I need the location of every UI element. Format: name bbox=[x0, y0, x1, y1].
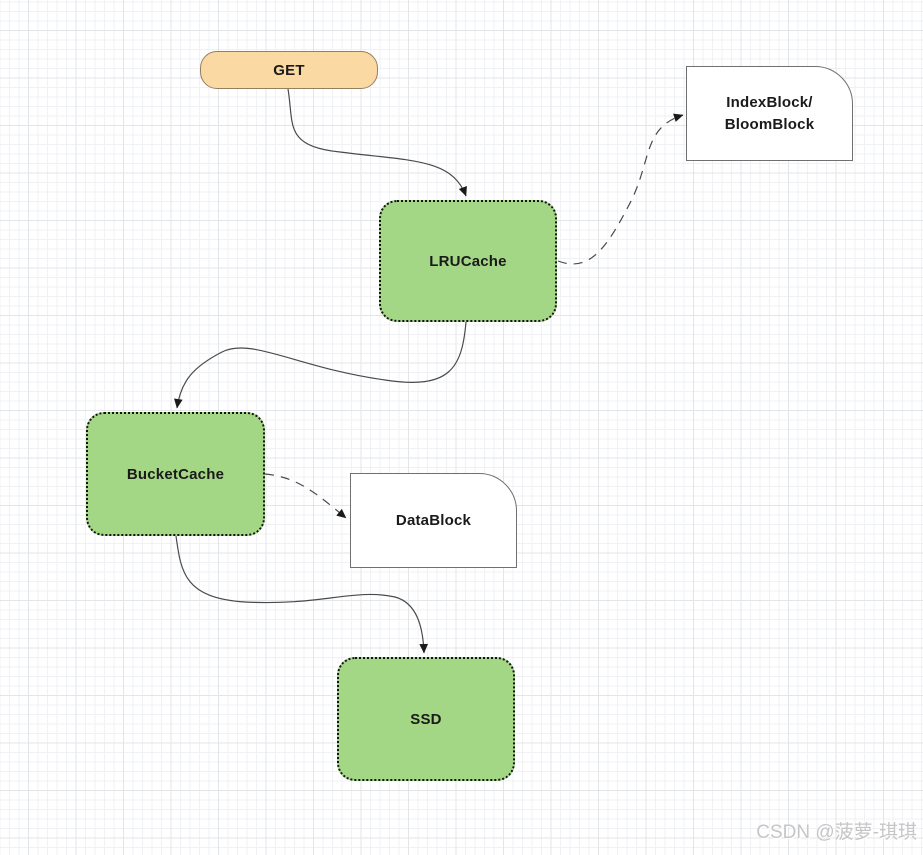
node-datablock-label: DataBlock bbox=[395, 511, 472, 529]
edge-lrucache-to-bucketcache bbox=[174, 321, 467, 409]
edge-get-to-lrucache bbox=[287, 88, 467, 197]
node-get-label: GET bbox=[273, 61, 305, 79]
node-bucketcache-label: BucketCache bbox=[126, 465, 225, 483]
node-indexblock-bloomblock: IndexBlock/ BloomBlock bbox=[686, 66, 853, 161]
csdn-watermark: CSDN @菠萝-琪琪 bbox=[756, 822, 917, 843]
node-bucketcache: BucketCache bbox=[86, 412, 265, 536]
node-ssd-label: SSD bbox=[410, 710, 442, 728]
node-indexblock-label-line2: BloomBlock bbox=[724, 115, 815, 133]
node-ssd: SSD bbox=[337, 657, 515, 781]
node-lrucache: LRUCache bbox=[379, 200, 557, 322]
edge-lrucache-to-indexblock bbox=[557, 113, 684, 265]
edge-bucketcache-to-datablock bbox=[264, 473, 347, 519]
node-lrucache-label: LRUCache bbox=[429, 252, 507, 270]
node-indexblock-label-line1: IndexBlock/ bbox=[726, 93, 813, 111]
node-datablock: DataBlock bbox=[350, 473, 517, 568]
node-get: GET bbox=[200, 51, 378, 89]
